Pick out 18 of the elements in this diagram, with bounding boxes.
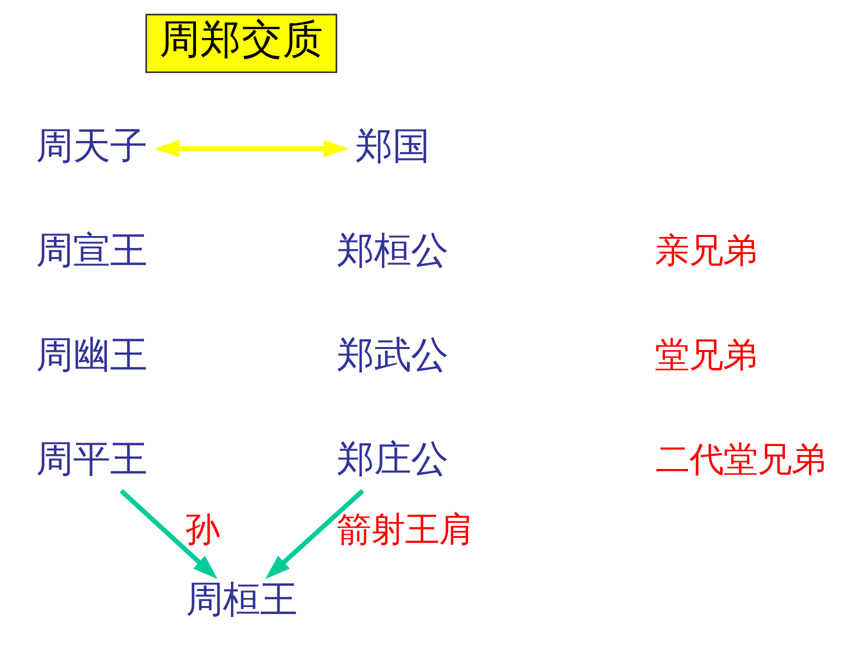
node-text: 郑国 bbox=[356, 123, 430, 168]
label: 二代堂兄弟 bbox=[655, 440, 826, 480]
node-text: 郑桓公 bbox=[337, 228, 448, 272]
arrow bbox=[120, 489, 218, 580]
node-text: 郑武公 bbox=[337, 332, 448, 376]
edge-label: 箭射王肩 bbox=[337, 510, 474, 550]
node-text: 周幽王 bbox=[36, 332, 148, 376]
arrow bbox=[265, 489, 364, 580]
node-text: 郑庄公 bbox=[337, 436, 448, 481]
node-text: 周平王 bbox=[36, 436, 148, 481]
node-text: 周桓王 bbox=[186, 577, 297, 622]
node-text: 周宣王 bbox=[36, 228, 148, 272]
label: 堂兄弟 bbox=[655, 335, 757, 376]
node-text: 周天子 bbox=[36, 123, 148, 168]
node-box: 周郑交质 bbox=[145, 14, 338, 73]
edge-label: 孙 bbox=[185, 510, 220, 550]
label: 亲兄弟 bbox=[655, 230, 757, 271]
arrow bbox=[154, 140, 349, 158]
